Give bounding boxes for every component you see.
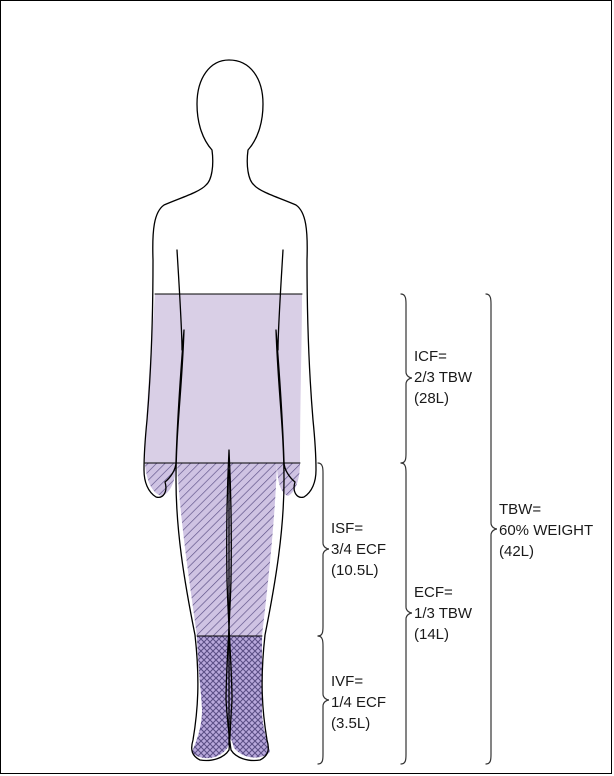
icf-bracket bbox=[401, 294, 412, 463]
icf-label: ICF= 2/3 TBW (28L) bbox=[414, 346, 472, 409]
ecf-label-line3: (14L) bbox=[414, 624, 472, 645]
tbw-label: TBW= 60% WEIGHT (42L) bbox=[499, 499, 593, 562]
tbw-label-line1: TBW= bbox=[499, 499, 593, 520]
isf-region-right-hand bbox=[277, 463, 300, 496]
ecf-label-line2: 1/3 TBW bbox=[414, 603, 472, 624]
ecf-label-line1: ECF= bbox=[414, 582, 472, 603]
ivf-label-line1: IVF= bbox=[331, 671, 386, 692]
ecf-bracket bbox=[401, 463, 412, 764]
isf-label-line2: 3/4 ECF bbox=[331, 539, 386, 560]
icf-label-line1: ICF= bbox=[414, 346, 472, 367]
isf-label: ISF= 3/4 ECF (10.5L) bbox=[331, 518, 386, 581]
isf-label-line1: ISF= bbox=[331, 518, 386, 539]
ivf-bracket bbox=[318, 636, 329, 764]
icf-label-line3: (28L) bbox=[414, 388, 472, 409]
icf-label-line2: 2/3 TBW bbox=[414, 367, 472, 388]
isf-bracket bbox=[318, 463, 329, 636]
ivf-label-line3: (3.5L) bbox=[331, 713, 386, 734]
ecf-label: ECF= 1/3 TBW (14L) bbox=[414, 582, 472, 645]
tbw-label-line3: (42L) bbox=[499, 541, 593, 562]
ivf-label: IVF= 1/4 ECF (3.5L) bbox=[331, 671, 386, 734]
isf-label-line3: (10.5L) bbox=[331, 560, 386, 581]
tbw-bracket bbox=[486, 294, 497, 764]
tbw-label-line2: 60% WEIGHT bbox=[499, 520, 593, 541]
ivf-label-line2: 1/4 ECF bbox=[331, 692, 386, 713]
